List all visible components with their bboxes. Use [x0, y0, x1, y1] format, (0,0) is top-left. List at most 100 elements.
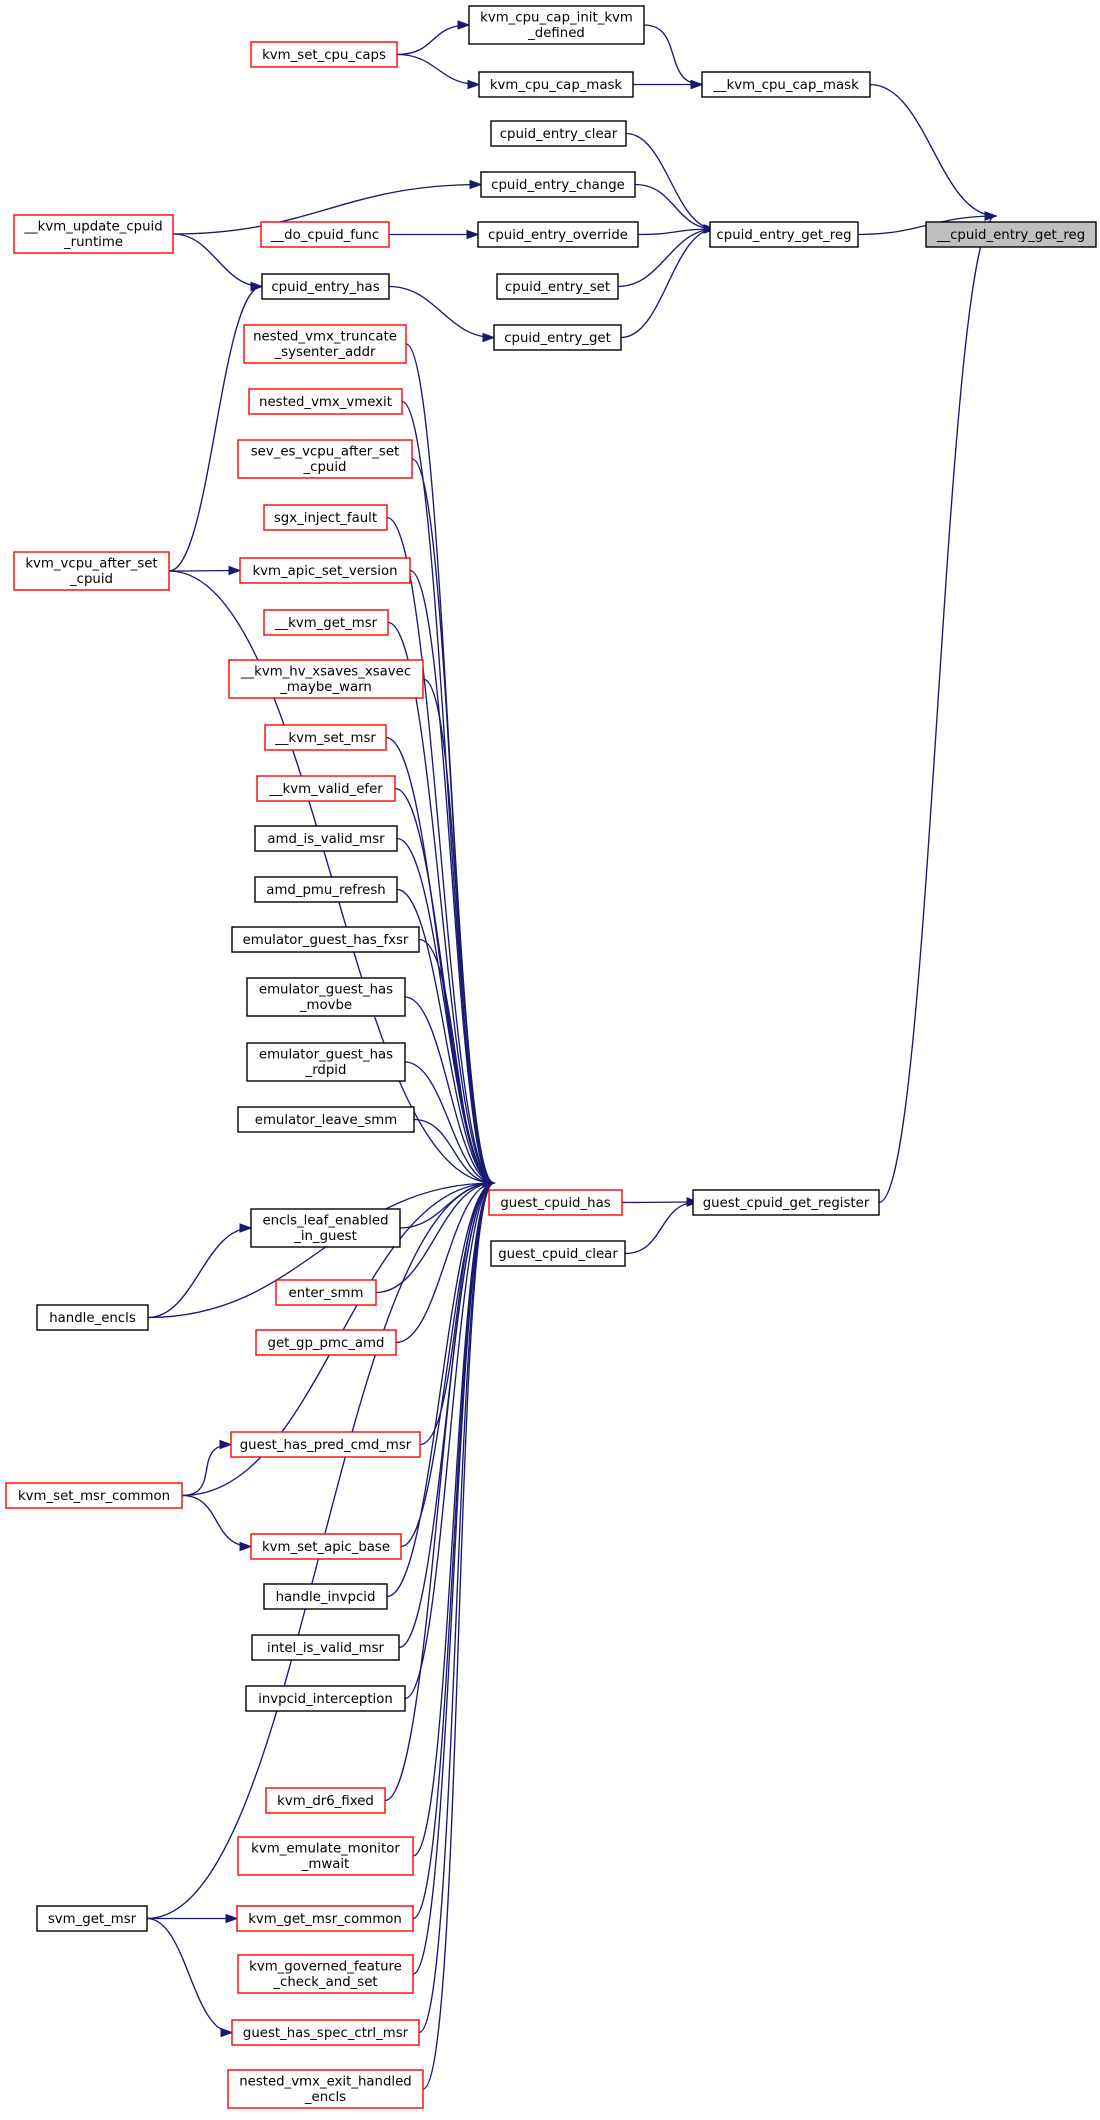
node-box-kvm_hv_xsaves_xsavec_maybe_warn[interactable] [228, 659, 424, 699]
node-box-kvm_update_cpuid_runtime[interactable] [13, 214, 174, 254]
node-invpcid_interception[interactable]: invpcid_interception [245, 1685, 406, 1712]
node-get_gp_pmc_amd[interactable]: get_gp_pmc_amd [255, 1329, 397, 1356]
node-cpuid_entry_get_reg[interactable]: cpuid_entry_get_reg [709, 221, 859, 248]
node-box-kvm_set_msr_common[interactable] [5, 1482, 183, 1509]
node-emulator_leave_smm[interactable]: emulator_leave_smm [237, 1106, 415, 1133]
node-box-kvm_get_msr_u[interactable] [263, 609, 389, 636]
node-amd_pmu_refresh[interactable]: amd_pmu_refresh [254, 876, 398, 903]
node-box-kvm_valid_efer[interactable] [256, 775, 396, 802]
node-cpuid_entry_set[interactable]: cpuid_entry_set [496, 273, 619, 300]
node-box-cpuid_entry_has[interactable] [261, 273, 390, 300]
node-box-kvm_emulate_monitor_mwait[interactable] [237, 1836, 414, 1876]
node-kvm_apic_set_version[interactable]: kvm_apic_set_version [239, 557, 411, 584]
node-guest_cpuid_get_register[interactable]: guest_cpuid_get_register [692, 1189, 880, 1216]
node-emulator_guest_has_rdpid[interactable]: emulator_guest_has_rdpid [246, 1042, 406, 1082]
node-emulator_guest_has_movbe[interactable]: emulator_guest_has_movbe [246, 977, 406, 1017]
node-box-kvm_governed_feature_check_and_set[interactable] [237, 1954, 414, 1994]
node-box-cpuid_entry_change[interactable] [480, 171, 636, 198]
node-kvm_get_msr_u[interactable]: __kvm_get_msr [263, 609, 389, 636]
node-kvm_set_msr_common[interactable]: kvm_set_msr_common [5, 1482, 183, 1509]
node-label-cpuid_entry_get_reg-line0: cpuid_entry_get_reg [716, 228, 851, 243]
node-kvm_cpu_cap_init_kvm_defined[interactable]: kvm_cpu_cap_init_kvm_defined [468, 5, 645, 45]
node-guest_cpuid_clear[interactable]: guest_cpuid_clear [490, 1240, 626, 1267]
node-kvm_governed_feature_check_and_set[interactable]: kvm_governed_feature_check_and_set [237, 1954, 414, 1994]
node-handle_invpcid[interactable]: handle_invpcid [263, 1583, 388, 1610]
node-sev_es_vcpu_after_set_cpuid[interactable]: sev_es_vcpu_after_set_cpuid [237, 439, 413, 479]
node-box-cpuid_entry_set[interactable] [496, 273, 619, 300]
node-box-sgx_inject_fault[interactable] [263, 504, 388, 531]
node-kvm_set_apic_base[interactable]: kvm_set_apic_base [250, 1533, 402, 1560]
node-box-svm_get_msr[interactable] [36, 1905, 148, 1932]
node-kvm_cpu_cap_mask_u[interactable]: __kvm_cpu_cap_mask [701, 71, 871, 98]
node-box-amd_pmu_refresh[interactable] [254, 876, 398, 903]
node-box-kvm_get_msr_common[interactable] [236, 1905, 414, 1932]
node-box-nested_vmx_vmexit[interactable] [248, 388, 403, 415]
node-box-cpuid_entry_clear[interactable] [490, 120, 627, 147]
node-kvm_cpu_cap_mask[interactable]: kvm_cpu_cap_mask [478, 71, 634, 98]
node-svm_get_msr[interactable]: svm_get_msr [36, 1905, 148, 1932]
node-box-kvm_set_apic_base[interactable] [250, 1533, 402, 1560]
node-box-kvm_dr6_fixed[interactable] [265, 1787, 386, 1814]
node-kvm_hv_xsaves_xsavec_maybe_warn[interactable]: __kvm_hv_xsaves_xsavec_maybe_warn [228, 659, 424, 699]
node-cpuid_entry_change[interactable]: cpuid_entry_change [480, 171, 636, 198]
node-cpuid_entry_clear[interactable]: cpuid_entry_clear [490, 120, 627, 147]
node-guest_has_spec_ctrl_msr[interactable]: guest_has_spec_ctrl_msr [231, 2019, 420, 2046]
node-encls_leaf_enabled_in_guest[interactable]: encls_leaf_enabled_in_guest [250, 1208, 401, 1248]
node-nested_vmx_vmexit[interactable]: nested_vmx_vmexit [248, 388, 403, 415]
edge-nested_vmx_exit_handled_encls-to-guest_cpuid_has [422, 1182, 495, 2090]
node-box-guest_cpuid_clear[interactable] [490, 1240, 626, 1267]
node-box-guest_has_spec_ctrl_msr[interactable] [231, 2019, 420, 2046]
node-kvm_vcpu_after_set_cpuid[interactable]: kvm_vcpu_after_set_cpuid [13, 551, 170, 591]
node-box-kvm_cpu_cap_mask_u[interactable] [701, 71, 871, 98]
node-handle_encls[interactable]: handle_encls [36, 1304, 149, 1331]
node-box-sev_es_vcpu_after_set_cpuid[interactable] [237, 439, 413, 479]
node-box-handle_encls[interactable] [36, 1304, 149, 1331]
node-box-get_gp_pmc_amd[interactable] [255, 1329, 397, 1356]
node-box-guest_cpuid_has[interactable] [488, 1189, 623, 1216]
node-box-amd_is_valid_msr[interactable] [254, 825, 398, 852]
node-box-enter_smm[interactable] [275, 1279, 377, 1306]
node-box-kvm_apic_set_version[interactable] [239, 557, 411, 584]
node-box-nested_vmx_truncate_sysenter_addr[interactable] [243, 324, 407, 364]
node-box-encls_leaf_enabled_in_guest[interactable] [250, 1208, 401, 1248]
node-enter_smm[interactable]: enter_smm [275, 1279, 377, 1306]
node-amd_is_valid_msr[interactable]: amd_is_valid_msr [254, 825, 398, 852]
node-box-emulator_guest_has_movbe[interactable] [246, 977, 406, 1017]
node-box-nested_vmx_exit_handled_encls[interactable] [227, 2069, 424, 2109]
node-box-kvm_set_cpu_caps[interactable] [250, 41, 398, 68]
node-box-kvm_cpu_cap_init_kvm_defined[interactable] [468, 5, 645, 45]
node-box-do_cpuid_func[interactable] [260, 221, 390, 248]
node-kvm_dr6_fixed[interactable]: kvm_dr6_fixed [265, 1787, 386, 1814]
node-emulator_guest_has_fxsr[interactable]: emulator_guest_has_fxsr [231, 926, 420, 953]
node-cpuid_entry_has[interactable]: cpuid_entry_has [261, 273, 390, 300]
node-guest_cpuid_has[interactable]: guest_cpuid_has [488, 1189, 623, 1216]
node-nested_vmx_truncate_sysenter_addr[interactable]: nested_vmx_truncate_sysenter_addr [243, 324, 407, 364]
node-box-cpuid_entry_get_reg[interactable] [709, 221, 859, 248]
node-box-cpuid_entry_get[interactable] [493, 324, 622, 351]
node-box-handle_invpcid[interactable] [263, 1583, 388, 1610]
node-box-guest_has_pred_cmd_msr[interactable] [230, 1431, 421, 1458]
node-box-intel_is_valid_msr[interactable] [251, 1634, 400, 1661]
node-kvm_get_msr_common[interactable]: kvm_get_msr_common [236, 1905, 414, 1932]
node-nested_vmx_exit_handled_encls[interactable]: nested_vmx_exit_handled_encls [227, 2069, 424, 2109]
node-box-emulator_guest_has_rdpid[interactable] [246, 1042, 406, 1082]
node-intel_is_valid_msr[interactable]: intel_is_valid_msr [251, 1634, 400, 1661]
node-box-cpuid_entry_override[interactable] [477, 221, 639, 248]
node-kvm_emulate_monitor_mwait[interactable]: kvm_emulate_monitor_mwait [237, 1836, 414, 1876]
node-guest_has_pred_cmd_msr[interactable]: guest_has_pred_cmd_msr [230, 1431, 421, 1458]
node-box-invpcid_interception[interactable] [245, 1685, 406, 1712]
node-kvm_set_msr_u[interactable]: __kvm_set_msr [264, 724, 387, 751]
node-box-guest_cpuid_get_register[interactable] [692, 1189, 880, 1216]
node-kvm_set_cpu_caps[interactable]: kvm_set_cpu_caps [250, 41, 398, 68]
node-box-kvm_vcpu_after_set_cpuid[interactable] [13, 551, 170, 591]
node-cpuid_entry_get[interactable]: cpuid_entry_get [493, 324, 622, 351]
node-cpuid_entry_override[interactable]: cpuid_entry_override [477, 221, 639, 248]
node-box-kvm_set_msr_u[interactable] [264, 724, 387, 751]
node-kvm_update_cpuid_runtime[interactable]: __kvm_update_cpuid_runtime [13, 214, 174, 254]
node-kvm_valid_efer[interactable]: __kvm_valid_efer [256, 775, 396, 802]
node-do_cpuid_func[interactable]: __do_cpuid_func [260, 221, 390, 248]
node-box-emulator_leave_smm[interactable] [237, 1106, 415, 1133]
node-sgx_inject_fault[interactable]: sgx_inject_fault [263, 504, 388, 531]
node-box-kvm_cpu_cap_mask[interactable] [478, 71, 634, 98]
node-box-emulator_guest_has_fxsr[interactable] [231, 926, 420, 953]
